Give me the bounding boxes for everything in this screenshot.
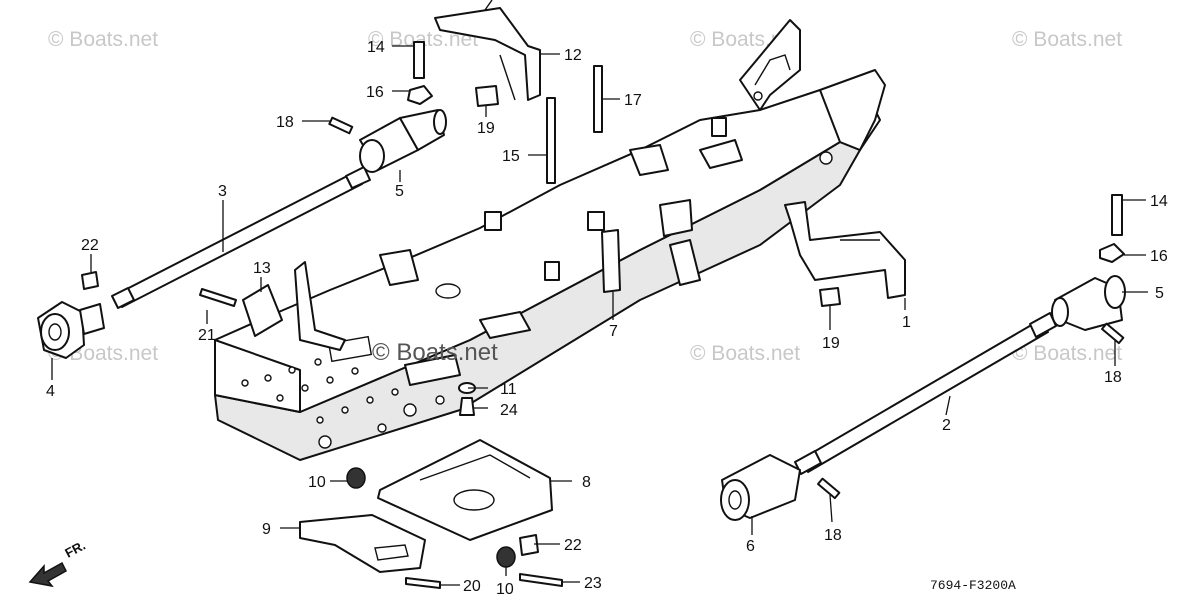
front-label: FR.: [62, 538, 88, 561]
callout-18-left: 18: [276, 114, 294, 131]
watermarks: © Boats.net © Boats.net © Boats.net © Bo…: [48, 28, 1122, 365]
callout-8: 8: [582, 474, 591, 491]
callout-4: 4: [46, 383, 55, 400]
skid-plate-8: [377, 439, 553, 541]
hardware: [81, 41, 1125, 589]
callout-14-right: 14: [1150, 193, 1168, 210]
bolt-19-right: [819, 287, 841, 307]
callout-5-top: 5: [395, 183, 404, 200]
callout-1: 1: [902, 314, 911, 331]
clip-13: [242, 284, 283, 337]
universal-joint-5-right: [1051, 275, 1126, 331]
nut-16-top: [407, 85, 433, 105]
callout-19-right: 19: [822, 335, 840, 352]
callout-22-lower: 22: [564, 537, 582, 554]
bolt-23: [519, 573, 563, 587]
callout-3: 3: [218, 183, 227, 200]
watermark-top-right: © Boats.net: [1012, 28, 1122, 51]
callouts: 1 2 3 4 5 5 6 7 8 9 10 10 11 12 13 14 14…: [46, 39, 1168, 598]
callout-15: 15: [502, 148, 520, 165]
flange-yoke-4: [37, 301, 105, 359]
frame-holes: [241, 358, 445, 449]
front-arrow-icon: [28, 561, 67, 588]
stud-15: [546, 97, 556, 184]
pin-18-left: [328, 116, 354, 135]
callout-18-bottom: 18: [824, 527, 842, 544]
shaft-2: [794, 312, 1057, 475]
watermark-mid-center-right: © Boats.net: [690, 342, 800, 365]
bolt-14-right: [1111, 194, 1123, 236]
callout-16-right: 16: [1150, 248, 1168, 265]
callout-7: 7: [609, 323, 618, 340]
callout-22-left: 22: [81, 237, 99, 254]
callout-6: 6: [746, 538, 755, 555]
callout-10-upper: 10: [308, 474, 326, 491]
bolt-20: [405, 577, 441, 589]
callout-2: 2: [942, 417, 951, 434]
nut-16-right: [1099, 243, 1125, 263]
bolt-21: [199, 288, 237, 307]
callout-21: 21: [198, 327, 216, 344]
diagram-code: 7694-F3200A: [930, 578, 1016, 593]
callout-11: 11: [500, 381, 517, 398]
pin-18-right: [1101, 322, 1125, 345]
frame-bracket: [601, 229, 621, 293]
universal-joint-5-top: [359, 109, 447, 173]
callout-19-top: 19: [477, 120, 495, 137]
bolt-22-left: [81, 271, 99, 290]
washer-10-upper: [346, 467, 366, 489]
callout-17: 17: [624, 92, 642, 109]
callout-13: 13: [253, 260, 271, 277]
leader-lines: [51, 45, 1148, 586]
callout-10-lower: 10: [496, 581, 514, 598]
callout-12: 12: [564, 47, 582, 64]
bolt-24: [459, 397, 475, 416]
bracket-9: [299, 514, 426, 573]
washer-10-lower: [496, 546, 516, 568]
callout-24: 24: [500, 402, 518, 419]
shaft-3: [111, 166, 371, 309]
studs: [546, 65, 603, 184]
callout-9: 9: [262, 521, 271, 538]
watermark-top-center-left: © Boats.net: [368, 28, 478, 51]
watermark-top-left: © Boats.net: [48, 28, 158, 51]
watermark-mid-right: © Boats.net: [1012, 342, 1122, 365]
callout-14-top: 14: [367, 39, 385, 56]
bolt-22-lower: [519, 534, 539, 556]
stud-17: [593, 65, 603, 133]
callout-16-top: 16: [366, 84, 384, 101]
pin-18-bottom: [817, 477, 841, 500]
universal-joint-6: [720, 454, 801, 521]
bolt-19-top: [475, 85, 499, 107]
bolt-14-top: [413, 41, 425, 79]
front-direction-indicator: FR.: [28, 538, 88, 588]
callout-23: 23: [584, 575, 602, 592]
watermark-center: © Boats.net: [372, 339, 498, 366]
callout-20: 20: [463, 578, 481, 595]
bracket-12: [434, 0, 541, 101]
main-frame: [214, 19, 886, 461]
callout-5-right: 5: [1155, 285, 1164, 302]
callout-18-right: 18: [1104, 369, 1122, 386]
bracket-1: [784, 201, 906, 299]
